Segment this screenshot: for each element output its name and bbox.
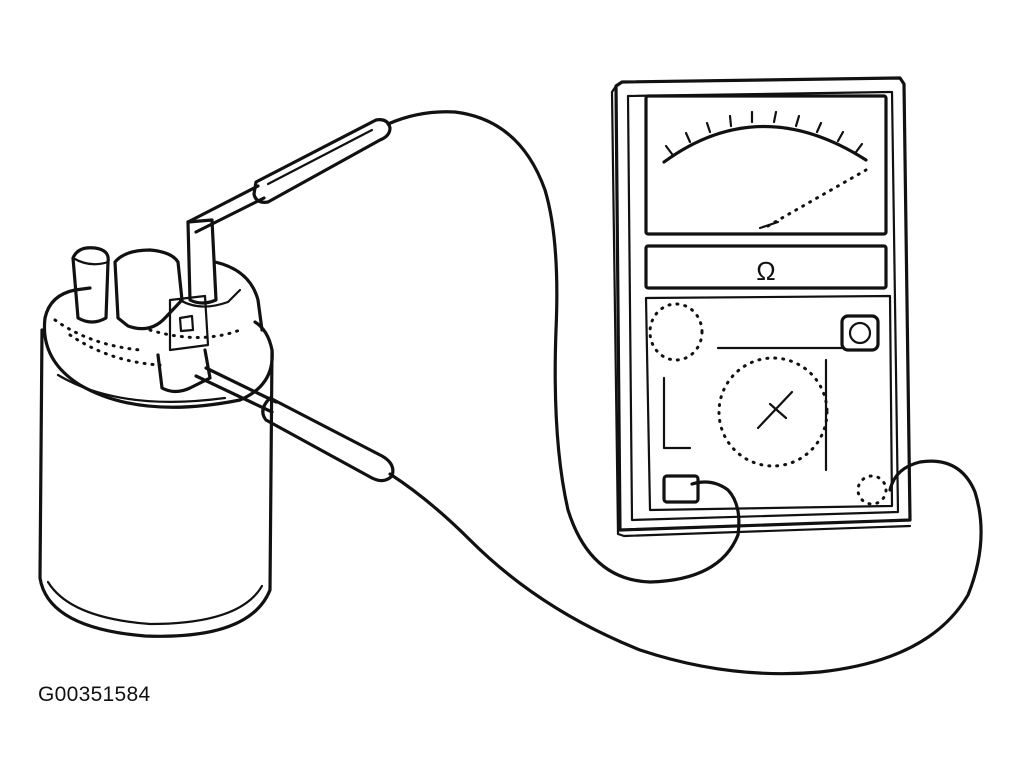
test-lead-lower <box>388 459 983 676</box>
probe-upper-grip-line <box>266 128 374 186</box>
component-top-cap <box>43 286 92 320</box>
meter-control-panel <box>644 294 894 512</box>
terminal-post-upper <box>186 218 218 305</box>
meter-input-jack-right <box>856 474 888 506</box>
meter-dial-window <box>644 94 888 236</box>
connector-block-face <box>168 294 210 352</box>
meter-input-jack-left <box>662 474 700 504</box>
component-top-cap-right <box>213 260 264 332</box>
meter-mode-button-center <box>848 321 872 345</box>
meter-case <box>614 76 912 532</box>
component-top-ring <box>42 316 274 409</box>
meter-case-inner <box>626 90 900 522</box>
meter-scale-ticks <box>664 110 864 156</box>
probe-lower-handle <box>261 396 395 483</box>
probe-lower-shaft <box>204 366 278 404</box>
meter-selector-pointer <box>756 390 794 430</box>
component-bottom-rim <box>46 580 264 626</box>
component-top-ring-inner <box>56 373 227 403</box>
component-body <box>38 328 274 638</box>
connector-block <box>113 248 184 331</box>
probe-upper-handle <box>252 118 392 204</box>
cylindrical-component-icon <box>38 218 274 638</box>
meter-needle <box>766 168 868 228</box>
terminal-post-left <box>71 246 110 324</box>
meter-function-display <box>644 244 888 290</box>
meter-zero-adjust-knob <box>648 302 704 362</box>
meter-range-bracket <box>662 376 692 450</box>
meter-selector-dial <box>717 356 829 468</box>
meter-needle-pivot <box>758 220 780 230</box>
terminal-post-left-top <box>71 256 110 266</box>
test-lead-upper <box>386 110 741 584</box>
probe-upper-shaft <box>194 196 266 234</box>
component-cap-texture <box>53 318 242 367</box>
analog-multimeter-icon: Ω <box>610 76 912 538</box>
test-probe-upper <box>186 118 392 234</box>
meter-case-front-edge <box>610 84 912 538</box>
meter-scale-arc <box>662 124 868 164</box>
probe-upper-tip <box>186 184 260 224</box>
terminal-post-upper-base <box>178 288 242 308</box>
probe-lower-tip <box>194 374 274 414</box>
figure-id-label: G00351584 <box>38 683 151 706</box>
meter-display-symbol: Ω <box>756 256 775 286</box>
meter-mode-button <box>840 314 880 352</box>
connector-pin-mark <box>178 314 195 333</box>
test-probe-lower <box>194 366 395 483</box>
connector-lower-lug <box>156 348 212 394</box>
